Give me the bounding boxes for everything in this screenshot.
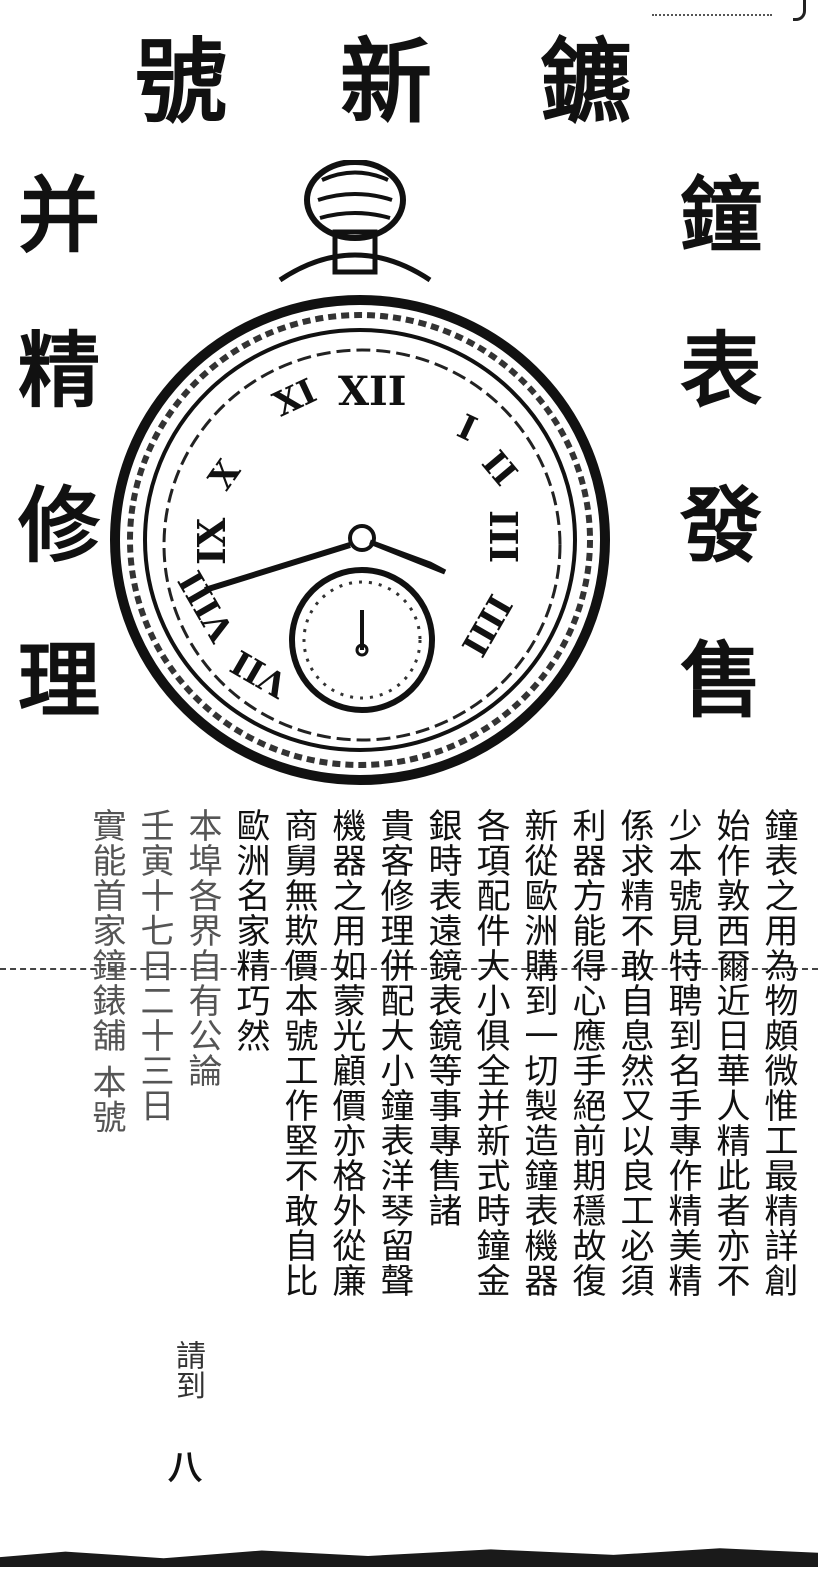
right-heading-char-1: 鐘 (680, 168, 763, 264)
svg-text:IX: IX (189, 517, 234, 565)
dashed-rule (0, 968, 818, 970)
left-heading-char-2: 精 (18, 323, 101, 419)
body-column-5: 利器方能得心應手絕前期穩故復 (566, 808, 606, 1298)
body-column-12: 歐洲名家精巧然 (230, 808, 270, 1053)
body-column-3: 少本號見特聘到名手專作精美精 (662, 808, 702, 1298)
body-column-6: 新從歐洲購到一切製造鐘表機器 (518, 808, 558, 1298)
body-column-14: 壬寅十七日二十三日 (134, 808, 174, 1123)
title-char-3: 號 (135, 28, 228, 136)
corner-mark (793, 0, 806, 21)
body-column-1: 鐘表之用為物頗微惟工最精詳創 (758, 808, 798, 1298)
body-column-11: 商舅無欺價本號工作堅不敢自比 (278, 808, 318, 1298)
body-column-8: 銀時表遠鏡表鏡等事專售諸 (422, 808, 462, 1228)
body-column-4: 係求精不敢自息然又以良工必須 (614, 808, 654, 1298)
body-column-7: 各項配件大小俱全并新式時鐘金 (470, 808, 510, 1298)
stamp-left-char: 八 (168, 1448, 202, 1488)
title-char-1: 鑣 (540, 28, 633, 136)
body-column-10: 機器之用如蒙光顧價亦格外從廉 (326, 808, 366, 1298)
pocket-watch-illustration: XII I II III IIII XI X IX VIII VII (110, 160, 610, 785)
left-heading-char-3: 修 (18, 478, 101, 574)
right-heading-char-4: 售 (680, 633, 763, 729)
svg-text:XII: XII (338, 368, 406, 415)
body-column-9: 貴客修理併配大小鐘表洋琴留聲 (374, 808, 414, 1298)
body-column-15: 實能首家鐘錶舖 本號 (86, 808, 126, 1135)
body-column-2: 始作敦西爾近日華人精此者亦不 (710, 808, 750, 1298)
torn-bottom-edge (0, 1548, 818, 1567)
stamp-right-text: 請到 (170, 1340, 205, 1400)
right-heading-char-2: 表 (680, 323, 763, 419)
left-heading-char-1: 并 (18, 168, 101, 264)
left-heading-char-4: 理 (18, 633, 101, 729)
svg-text:III: III (481, 510, 526, 563)
title-char-2: 新 (340, 28, 433, 136)
body-column-13: 本埠各界自有公論 (182, 808, 222, 1088)
right-heading-char-3: 發 (680, 478, 763, 574)
dotted-edge (652, 14, 772, 16)
